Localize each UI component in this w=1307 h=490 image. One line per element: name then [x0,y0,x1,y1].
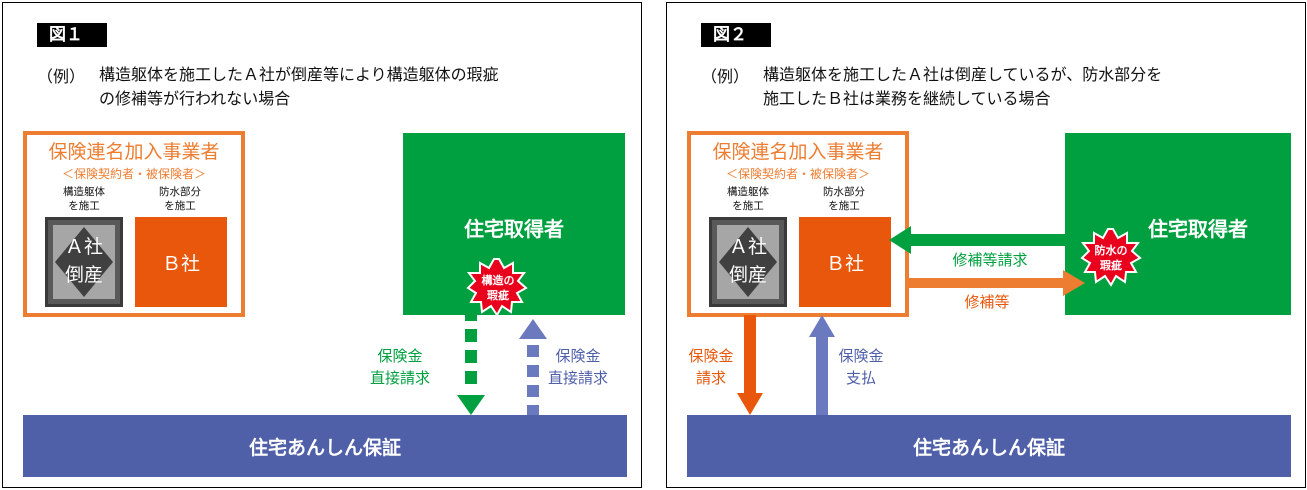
insured-business-box: 保険連名加入事業者 ＜保険契約者・被保険者＞ 構造躯体 を施工 防水部分 を施工… [23,131,245,317]
figure-1-description: 構造躯体を施工したＡ社が倒産等により構造躯体の瑕疵 の修補等が行われない場合 [99,63,634,111]
waterproof-column-label: 防水部分 を施工 [145,185,215,213]
repair-arrow [907,270,1085,296]
home-buyer-label: 住宅取得者 [1148,217,1248,241]
waterproof-label-line-1: 防水部分 [159,186,201,198]
blue-claim-arrow [519,319,547,415]
figure-1-label: 図１ [37,23,107,47]
company-a-name: Ａ社 [64,236,103,258]
company-a-inner: Ａ社 倒産 [53,225,115,299]
green-claim-label: 保険金 直接請求 [365,345,435,389]
guarantor-name: 住宅あんしん保証 [248,436,401,459]
waterproof-label-line-2: を施工 [164,200,196,212]
example-label: （例） [701,67,750,86]
company-a-bankrupt-box: Ａ社 倒産 [709,217,787,307]
description-line-2: の修補等が行われない場合 [99,89,291,108]
repair-label: 修補等 [964,293,1010,311]
bankrupt-diamond-icon [719,227,777,297]
description-line-2: 施工したＢ社は業務を継続している場合 [763,89,1051,108]
structure-column-label: 構造躯体 を施工 [49,185,119,213]
figure-2-panel: 図２ （例） 構造躯体を施工したＡ社は倒産しているが、防水部分を 施工したＢ社は… [666,2,1306,488]
defect-burst-text: 防水の 瑕疵 [1082,243,1140,273]
burst-line-1: 防水の [1094,244,1128,257]
repair-request-arrow [889,226,1087,254]
defect-burst-icon [1080,228,1142,287]
defect-burst-icon [466,258,528,317]
green-claim-arrow [457,308,485,415]
structure-label-line-1: 構造躯体 [727,186,769,198]
orange-claim-label: 保険金 請求 [681,345,741,389]
figure-2-description: 構造躯体を施工したＡ社は倒産しているが、防水部分を 施工したＢ社は業務を継続して… [763,63,1298,111]
blue-label-line-2: 支払 [845,369,876,387]
orange-label-line-2: 請求 [695,369,726,387]
home-buyer-box: 住宅取得者 [1065,133,1291,315]
blue-label-line-1: 保険金 [838,347,884,365]
insured-business-box: 保険連名加入事業者 ＜保険契約者・被保険者＞ 構造躯体 を施工 防水部分 を施工… [687,131,909,317]
company-a-status: 倒産 [728,264,767,286]
company-b-name: Ｂ社 [825,252,864,275]
company-a-status: 倒産 [64,264,103,286]
bankrupt-diamond-icon [55,227,113,297]
green-label-line-2: 直接請求 [369,369,430,387]
insured-business-title: 保険連名加入事業者 [712,141,884,163]
blue-label-line-2: 直接請求 [547,369,608,387]
guarantor-bar: 住宅あんしん保証 [23,415,627,477]
company-a-bankrupt-box: Ａ社 倒産 [45,217,123,307]
defect-burst-text: 構造の 瑕疵 [469,273,527,303]
insured-business-subtitle: ＜保険契約者・被保険者＞ [725,167,870,181]
company-b-box: Ｂ社 [135,217,227,307]
waterproof-label-line-2: を施工 [828,200,860,212]
blue-payment-arrow [809,315,835,415]
green-label-line-1: 保険金 [377,347,423,365]
structure-label-line-1: 構造躯体 [63,186,105,198]
company-b-box: Ｂ社 [799,217,891,307]
burst-line-2: 瑕疵 [1100,259,1122,272]
orange-claim-arrow [737,315,763,415]
description-line-1: 構造躯体を施工したＡ社が倒産等により構造躯体の瑕疵 [99,65,499,84]
guarantor-bar: 住宅あんしん保証 [687,415,1291,477]
waterproof-column-label: 防水部分 を施工 [809,185,879,213]
structure-label-line-2: を施工 [68,200,100,212]
guarantor-name: 住宅あんしん保証 [912,436,1065,459]
waterproof-label-line-1: 防水部分 [823,186,865,198]
home-buyer-label: 住宅取得者 [464,217,564,241]
repair-request-label: 修補等請求 [952,251,1028,269]
company-a-name: Ａ社 [728,236,767,258]
orange-label-line-1: 保険金 [688,347,734,365]
figure-2-label: 図２ [701,23,771,47]
figure-1-arrows [457,258,547,415]
insured-business-title: 保険連名加入事業者 [48,141,220,163]
blue-claim-label: 保険金 直接請求 [543,345,613,389]
burst-line-2: 瑕疵 [487,289,509,302]
blue-payment-label: 保険金 支払 [831,345,891,389]
figure-2-arrows [737,226,1142,415]
structure-column-label: 構造躯体 を施工 [713,185,783,213]
company-a-inner: Ａ社 倒産 [717,225,779,299]
company-b-name: Ｂ社 [161,252,200,275]
blue-label-line-1: 保険金 [555,347,601,365]
burst-line-1: 構造の [481,274,515,287]
figure-1-panel: 図１ （例） 構造躯体を施工したＡ社が倒産等により構造躯体の瑕疵 の修補等が行わ… [2,2,642,488]
structure-label-line-2: を施工 [732,200,764,212]
example-label: （例） [37,67,86,86]
insured-business-subtitle: ＜保険契約者・被保険者＞ [61,167,206,181]
description-line-1: 構造躯体を施工したＡ社は倒産しているが、防水部分を [763,65,1163,84]
